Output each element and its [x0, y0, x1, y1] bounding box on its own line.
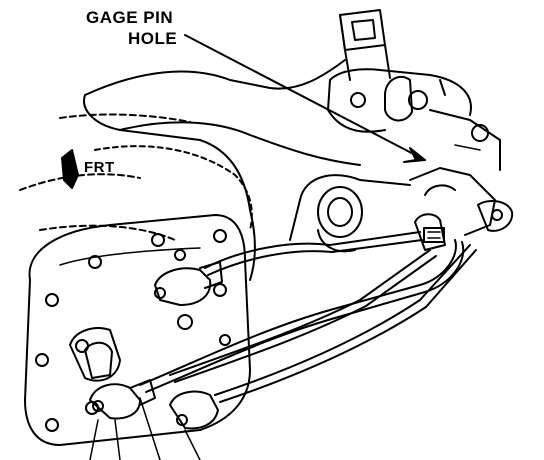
bolt-icon — [213, 229, 227, 243]
bolt-icon — [88, 255, 102, 269]
bolt-icon — [45, 293, 59, 307]
callout-label-line1: GAGE PIN — [86, 8, 174, 27]
output-bore — [289, 174, 411, 253]
bolt-icon — [174, 249, 186, 261]
bolt-icon — [85, 401, 99, 415]
direction-arrow-icon — [61, 149, 79, 189]
bolt-icon — [408, 90, 428, 110]
bolt-icon — [350, 92, 366, 108]
callout-label-line2: HOLE — [128, 29, 178, 48]
connector-icon — [176, 414, 188, 426]
callout-leader — [184, 34, 426, 163]
upper-mount — [327, 9, 501, 171]
bolt-icon — [151, 233, 165, 247]
shift-switch-assembly — [409, 167, 514, 251]
electrical-connectors — [84, 261, 223, 430]
bolt-icon — [75, 339, 89, 353]
bolt-icon — [219, 334, 231, 346]
bolt-icon — [213, 283, 227, 297]
bolt-icon — [45, 418, 59, 432]
connector-icon — [154, 287, 166, 299]
housing-body — [19, 59, 361, 281]
bolt-icon — [35, 353, 49, 367]
bottom-leaders — [89, 397, 201, 460]
front-cover-plate — [24, 214, 251, 446]
direction-label: FRT — [84, 159, 115, 176]
bolt-icon — [177, 314, 193, 330]
connector-icon — [92, 400, 104, 412]
